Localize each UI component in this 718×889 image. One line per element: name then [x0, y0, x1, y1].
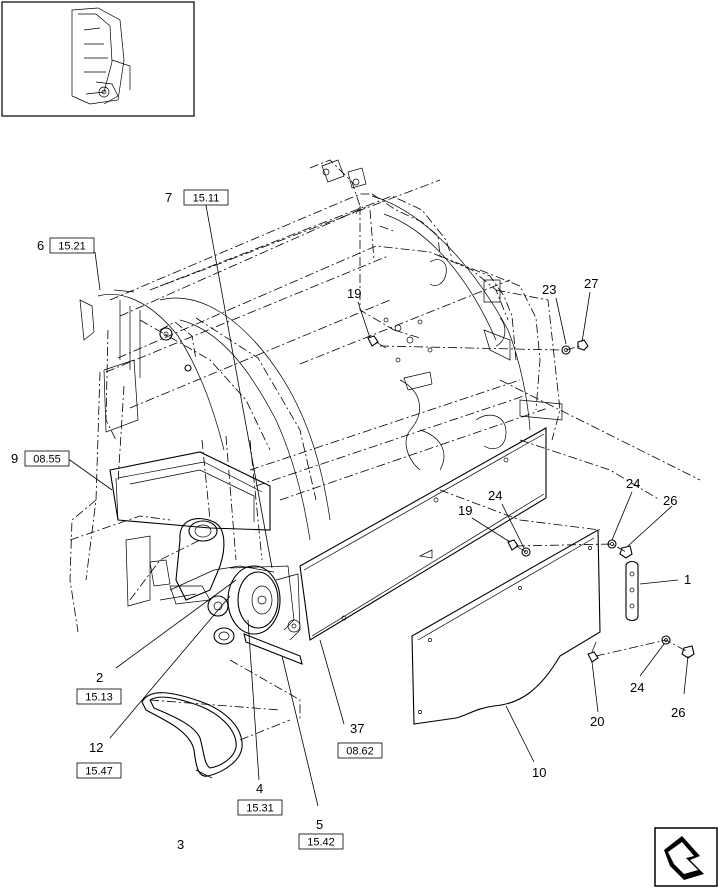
callout-20[interactable]: 20 [590, 714, 604, 729]
callout-number: 19 [347, 286, 361, 301]
bracket-part [625, 560, 639, 622]
callout-19-middle[interactable]: 19 [458, 503, 472, 518]
callout-number: 6 [37, 238, 44, 253]
reference-label: 15.47 [85, 766, 113, 778]
reference-label: 15.21 [58, 241, 86, 253]
callout-number: 26 [663, 493, 677, 508]
callout-number: 20 [590, 714, 604, 729]
callout-9[interactable]: 9 08.55 [11, 450, 70, 467]
callout-3[interactable]: 3 [177, 837, 184, 852]
side-plate [103, 159, 563, 541]
callout-4[interactable]: 4 15.31 [237, 781, 283, 816]
callout-number: 7 [165, 190, 172, 205]
callout-1[interactable]: 1 [684, 572, 691, 587]
reference-box [298, 833, 344, 850]
callout-number: 12 [89, 740, 103, 755]
callout-number: 24 [488, 488, 502, 503]
reference-label: 15.11 [193, 193, 220, 205]
callout-number: 37 [350, 721, 364, 736]
callout-number: 4 [256, 781, 263, 796]
hardware-fasteners [367, 335, 695, 663]
callout-number: 23 [542, 282, 556, 297]
reference-label: 15.31 [246, 803, 274, 815]
callout-number: 5 [316, 817, 323, 832]
reference-box [337, 742, 383, 759]
reference-label: 15.42 [307, 837, 335, 849]
callout-number: 1 [684, 572, 691, 587]
callout-7[interactable]: 7 15.11 [165, 189, 229, 206]
callout-number: 10 [532, 765, 546, 780]
callout-6[interactable]: 6 15.21 [37, 237, 95, 254]
callout-24-lower[interactable]: 24 [630, 680, 644, 695]
callout-23[interactable]: 23 [542, 282, 556, 297]
reference-box [24, 450, 70, 467]
callout-19-upper[interactable]: 19 [347, 286, 361, 301]
callout-number: 24 [630, 680, 644, 695]
drive-belt [141, 692, 243, 777]
callout-12[interactable]: 12 15.47 [76, 740, 122, 779]
reference-box [183, 189, 229, 206]
callout-26-right[interactable]: 26 [663, 493, 677, 508]
callout-number: 3 [177, 837, 184, 852]
overview-inset [1, 1, 195, 117]
callout-26-lower[interactable]: 26 [671, 705, 685, 720]
reference-box [49, 237, 95, 254]
arrow-icon [664, 836, 704, 880]
callout-10[interactable]: 10 [532, 765, 546, 780]
callout-number: 27 [584, 276, 598, 291]
reference-label: 15.13 [85, 692, 113, 704]
callout-number: 24 [626, 476, 640, 491]
leader-lines [66, 199, 689, 807]
callout-number: 9 [11, 451, 18, 466]
front-cover-panel [299, 427, 547, 641]
reference-box [76, 688, 122, 705]
callout-5[interactable]: 5 15.42 [298, 817, 344, 850]
drive-assembly [79, 289, 303, 665]
shield-panel [411, 529, 601, 725]
callout-number: 2 [96, 670, 103, 685]
callout-number: 19 [458, 503, 472, 518]
callout-37[interactable]: 37 08.62 [337, 721, 383, 759]
callout-24-right[interactable]: 24 [626, 476, 640, 491]
reference-box [76, 762, 122, 779]
reference-label: 08.62 [346, 746, 374, 758]
next-page-button[interactable] [654, 827, 718, 887]
reference-label: 08.55 [33, 454, 61, 466]
reference-box [237, 799, 283, 816]
baler-frame-phantom [69, 159, 701, 741]
callout-24-middle[interactable]: 24 [488, 488, 502, 503]
callout-number: 26 [671, 705, 685, 720]
callout-2[interactable]: 2 15.13 [76, 670, 122, 705]
callout-27[interactable]: 27 [584, 276, 598, 291]
